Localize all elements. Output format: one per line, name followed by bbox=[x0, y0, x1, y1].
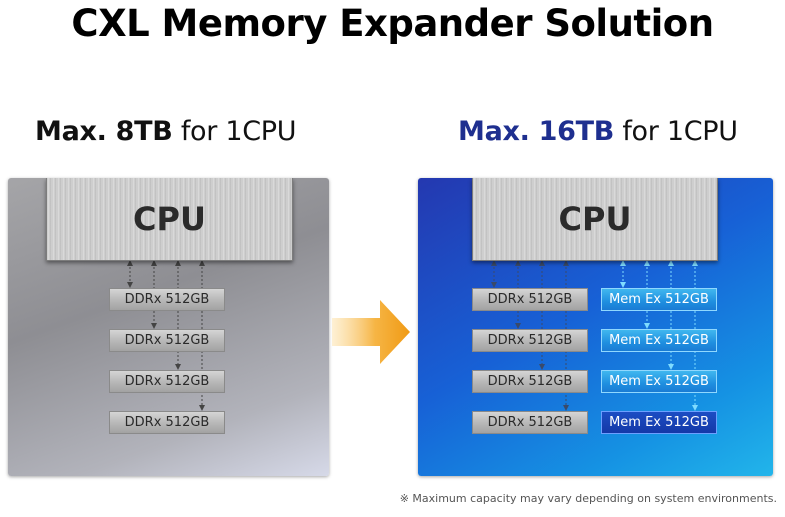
left-ddr-module-2: DDRx 512GB bbox=[109, 329, 225, 352]
left-ddr-module-1: DDRx 512GB bbox=[109, 288, 225, 311]
right-panel: CPU DDRx 512GB DDRx 512GB DDRx 512GB DDR… bbox=[418, 178, 773, 476]
right-ddr-module-2: DDRx 512GB bbox=[472, 329, 588, 352]
right-ddr-module-1: DDRx 512GB bbox=[472, 288, 588, 311]
right-heading: Max. 16TB for 1CPU bbox=[458, 116, 738, 147]
right-heading-capacity: Max. 16TB bbox=[458, 116, 615, 147]
right-heading-suffix: for 1CPU bbox=[614, 116, 738, 147]
right-memex-module-2: Mem Ex 512GB bbox=[601, 329, 717, 352]
right-ddr-module-3: DDRx 512GB bbox=[472, 370, 588, 393]
right-memex-module-3: Mem Ex 512GB bbox=[601, 370, 717, 393]
right-ddr-module-4: DDRx 512GB bbox=[472, 411, 588, 434]
left-ddr-module-3: DDRx 512GB bbox=[109, 370, 225, 393]
transition-arrow-icon bbox=[332, 300, 410, 364]
left-heading: Max. 8TB for 1CPU bbox=[35, 116, 297, 147]
left-heading-capacity: Max. 8TB bbox=[35, 116, 173, 147]
left-cpu-block: CPU bbox=[46, 178, 293, 261]
right-cpu-block: CPU bbox=[472, 178, 718, 261]
right-memex-module-4: Mem Ex 512GB bbox=[601, 411, 717, 434]
left-panel: CPU DDRx 512GB DDRx 512GB DDRx 512GB DDR… bbox=[8, 178, 329, 476]
left-ddr-module-4: DDRx 512GB bbox=[109, 411, 225, 434]
left-heading-suffix: for 1CPU bbox=[172, 116, 297, 147]
page-title: CXL Memory Expander Solution bbox=[71, 2, 714, 45]
footnote: ※ Maximum capacity may vary depending on… bbox=[399, 492, 777, 505]
right-memex-module-1: Mem Ex 512GB bbox=[601, 288, 717, 311]
